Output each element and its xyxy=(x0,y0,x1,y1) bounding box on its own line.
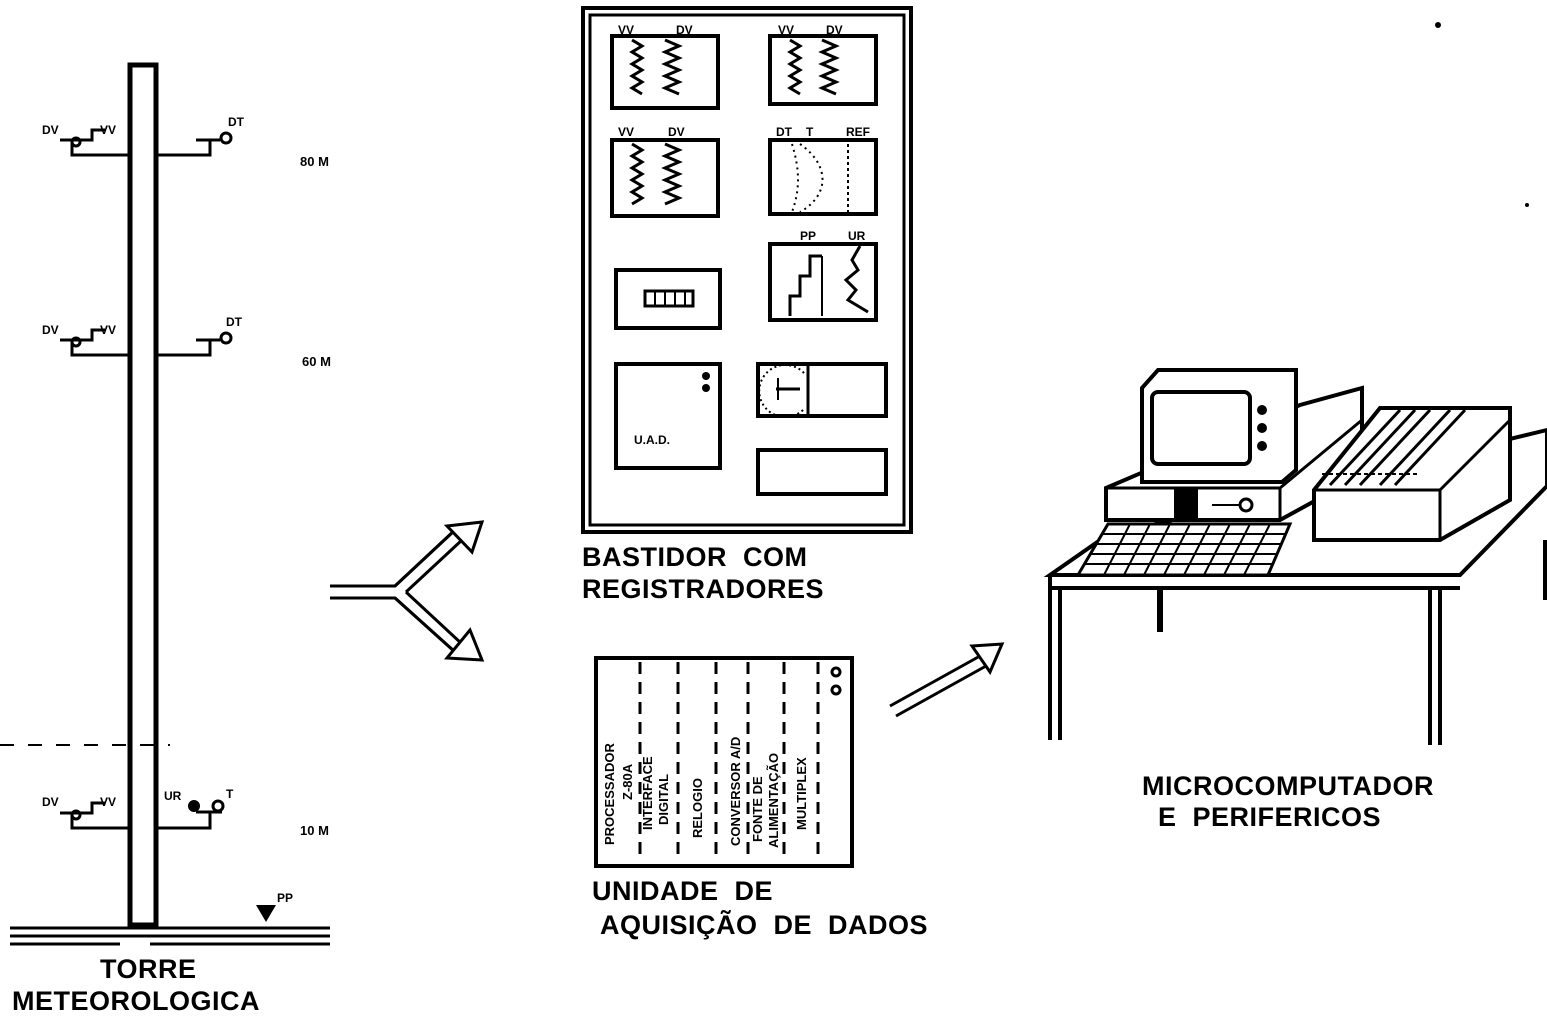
strip-chart-5: PP UR xyxy=(768,229,878,322)
chart3-label-vv: VV xyxy=(618,125,634,139)
label-pp-ground: PP xyxy=(277,891,293,905)
strip-chart-2: VV DV xyxy=(768,23,878,106)
label-vv-80: VV xyxy=(100,123,116,137)
chart4-label-t: T xyxy=(806,125,814,139)
rack-title-line1: BASTIDOR COM xyxy=(582,542,808,572)
height-80: 80 M xyxy=(300,154,329,169)
label-t-10: T xyxy=(226,787,234,801)
chart3-label-dv: DV xyxy=(668,125,685,139)
computer-title-line1: MICROCOMPUTADOR xyxy=(1142,771,1434,801)
tower-mast xyxy=(127,62,159,928)
label-ur-10: UR xyxy=(164,789,182,803)
arrow-to-computer xyxy=(889,642,1005,718)
module-processor-line2: Z-80A xyxy=(620,763,635,800)
module-clock-line1: RELOGIO xyxy=(690,778,705,838)
label-dt-60: DT xyxy=(226,315,243,329)
label-dv-80: DV xyxy=(42,123,59,137)
label-dt-80: DT xyxy=(228,115,245,129)
module-processor-line1: PROCESSADOR xyxy=(602,743,617,845)
label-dv-10: DV xyxy=(42,795,59,809)
strip-chart-1: VV DV xyxy=(610,23,720,110)
daq-title-line1: UNIDADE DE xyxy=(592,876,773,906)
speck xyxy=(1525,203,1529,207)
computer-title-line2: E PERIFERICOS xyxy=(1158,802,1381,832)
chart1-label-dv: DV xyxy=(676,23,693,37)
chart5-label-pp: PP xyxy=(800,229,816,243)
chart2-label-dv: DV xyxy=(826,23,843,37)
gauge-panel xyxy=(756,362,888,418)
module-multiplex-line1: MULTIPLEX xyxy=(794,757,809,830)
data-acquisition-unit: PROCESSADOR Z-80A INTERFACE DIGITAL RELO… xyxy=(592,656,928,940)
rack-title-line2: REGISTRADORES xyxy=(582,574,824,604)
daq-led-2 xyxy=(830,684,842,696)
chart5-label-ur: UR xyxy=(848,229,866,243)
module-power-line1: FONTE DE xyxy=(750,776,765,842)
tower-title-line1: TORRE xyxy=(100,954,197,984)
module-interface-line2: DIGITAL xyxy=(656,774,671,825)
recorder-rack: VV DV VV DV VV DV DT T REF xyxy=(581,6,913,604)
split-arrow xyxy=(330,520,485,662)
height-60: 60 M xyxy=(302,354,331,369)
chart4-label-dt: DT xyxy=(776,125,793,139)
height-10: 10 M xyxy=(300,823,329,838)
uad-box: U.A.D. xyxy=(614,362,722,470)
tower-level-60: DV VV DT 60 M xyxy=(42,315,331,369)
speck xyxy=(1435,22,1441,28)
strip-chart-4: DT T REF xyxy=(768,125,878,216)
chart1-label-vv: VV xyxy=(618,23,634,37)
tower-level-80: DV VV DT 80 M xyxy=(42,115,329,169)
blank-panel xyxy=(756,448,888,496)
drive-slot xyxy=(1174,488,1198,522)
printer xyxy=(1312,406,1512,542)
label-vv-60: VV xyxy=(100,323,116,337)
daq-title-line2: AQUISIÇÃO DE DADOS xyxy=(600,909,928,940)
rain-gauge-icon xyxy=(256,905,276,922)
label-dv-60: DV xyxy=(42,323,59,337)
chart2-label-vv: VV xyxy=(778,23,794,37)
strip-chart-3: VV DV xyxy=(610,125,720,218)
module-power-line2: ALIMENTAÇÃO xyxy=(766,753,781,848)
daq-led-1 xyxy=(830,666,842,678)
keyboard xyxy=(1075,522,1293,577)
module-converter-line1: CONVERSOR A/D xyxy=(728,737,743,846)
chart4-label-ref: REF xyxy=(846,125,870,139)
tower-level-10: DV VV UR T 10 M xyxy=(42,787,329,838)
meteorological-tower: DV VV DT 80 M DV VV DT 60 M DV VV xyxy=(0,62,331,1016)
uad-label: U.A.D. xyxy=(634,433,670,447)
monitor-screen xyxy=(1150,390,1252,466)
microcomputer-setup: MICROCOMPUTADOR E PERIFERICOS xyxy=(1043,368,1547,832)
digital-display xyxy=(614,268,722,330)
module-interface-line1: INTERFACE xyxy=(640,756,655,830)
label-vv-10: VV xyxy=(100,795,116,809)
ground-lines xyxy=(10,926,330,946)
tower-title-line2: METEOROLOGICA xyxy=(12,986,260,1016)
